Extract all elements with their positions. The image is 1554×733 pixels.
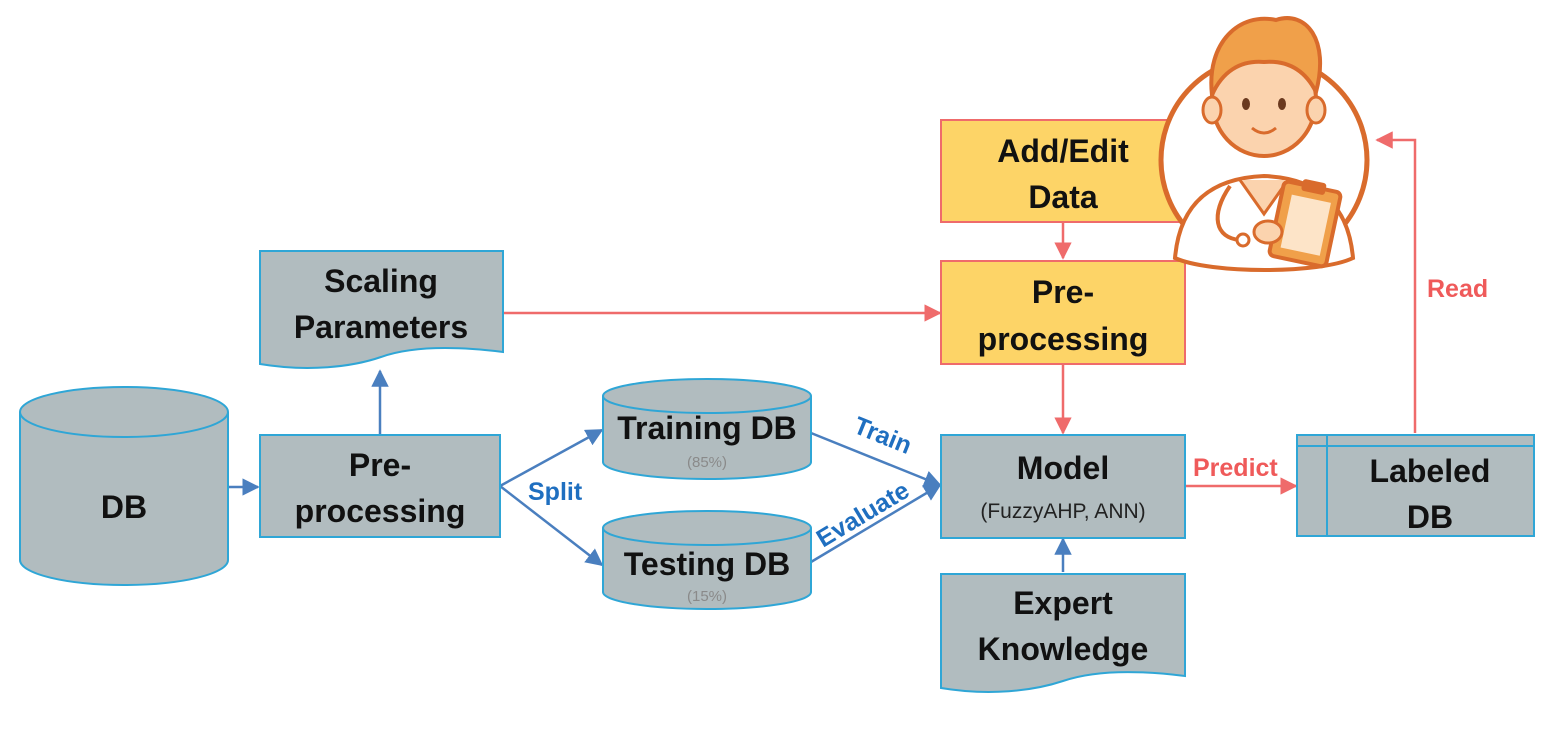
add-edit-data-line1: Add/Edit <box>997 133 1129 169</box>
edge-label-evaluate: Evaluate <box>812 476 915 553</box>
training-db-cylinder: Training DB (85%) <box>602 378 812 480</box>
preprocessing-left-line2: processing <box>295 493 466 529</box>
scaling-parameters-line1: Scaling <box>324 263 438 299</box>
labeled-db-line1: Labeled <box>1370 453 1491 489</box>
preprocessing-right-line1: Pre- <box>1032 274 1094 310</box>
add-edit-data-line2: Data <box>1028 179 1098 215</box>
testing-db-percent: (15%) <box>687 588 727 605</box>
edge-labeled-to-doctor <box>1375 131 1417 433</box>
edge-label-split: Split <box>528 478 583 506</box>
db-label: DB <box>101 489 147 525</box>
preprocessing-left-line1: Pre- <box>349 447 411 483</box>
edge-testing-to-model <box>810 483 942 564</box>
edge-split-to-training <box>499 428 604 488</box>
expert-knowledge-document: Expert Knowledge <box>940 573 1186 693</box>
testing-db-label: Testing DB <box>624 546 791 582</box>
doctor-icon <box>1158 16 1370 272</box>
model-box: Model (FuzzyAHP, ANN) <box>940 434 1186 539</box>
model-label: Model <box>1017 450 1109 486</box>
expert-knowledge-line1: Expert <box>1013 585 1113 621</box>
edge-label-read: Read <box>1427 275 1488 303</box>
model-detail: (FuzzyAHP, ANN) <box>980 500 1145 523</box>
add-edit-data-box: Add/Edit Data <box>940 119 1186 223</box>
testing-db-cylinder: Testing DB (15%) <box>602 510 812 610</box>
db-cylinder: DB <box>19 386 229 586</box>
labeled-db-line2: DB <box>1407 499 1453 535</box>
training-db-percent: (85%) <box>687 454 727 471</box>
edge-split-to-testing <box>499 485 604 567</box>
preprocessing-left-box: Pre- processing <box>259 434 501 538</box>
expert-knowledge-line2: Knowledge <box>978 631 1149 667</box>
edge-label-predict: Predict <box>1193 454 1278 482</box>
training-db-label: Training DB <box>617 410 797 446</box>
scaling-parameters-document: Scaling Parameters <box>259 250 504 369</box>
preprocessing-right-line2: processing <box>978 321 1149 357</box>
edges <box>227 131 1417 572</box>
labeled-db-box: Labeled DB <box>1296 434 1535 537</box>
edge-training-to-model <box>810 431 942 488</box>
scaling-parameters-line2: Parameters <box>294 309 468 345</box>
preprocessing-right-box: Pre- processing <box>940 260 1186 365</box>
